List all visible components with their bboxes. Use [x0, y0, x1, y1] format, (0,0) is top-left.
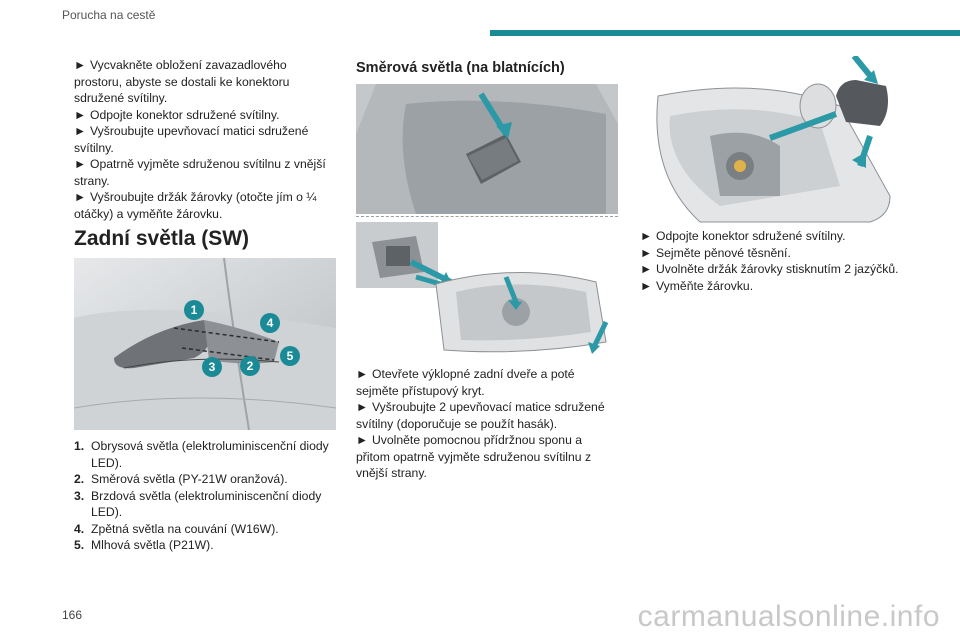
- bullet-arrow-icon: ►: [640, 245, 653, 260]
- list-item: 5.Mlhová světla (P21W).: [74, 538, 214, 552]
- step-item: ►Vyšroubujte 2 upevňovací matice sdružen…: [356, 400, 605, 431]
- rear-lights-illustration: 1 4 5 2 3: [74, 258, 336, 430]
- bullet-arrow-icon: ►: [640, 278, 653, 293]
- list-item: 1.Obrysová světla (elektroluminiscenční …: [74, 439, 329, 470]
- bullet-arrow-icon: ►: [74, 107, 87, 122]
- step-item: ►Odpojte konektor sdružené svítilny.: [640, 229, 846, 243]
- header-title: Porucha na cestě: [62, 8, 156, 22]
- right-steps: ►Odpojte konektor sdružené svítilny. ►Se…: [640, 228, 910, 294]
- left-steps: ►Vycvakněte obložení zavazadlového prost…: [74, 57, 338, 222]
- step-item: ►Vycvakněte obložení zavazadlového prost…: [74, 58, 290, 105]
- header-accent-bar: [490, 30, 960, 36]
- bullet-arrow-icon: ►: [74, 157, 87, 171]
- rear-lights-list: 1.Obrysová světla (elektroluminiscenční …: [74, 438, 342, 554]
- step-item: ►Sejměte pěnové těsnění.: [640, 245, 791, 260]
- callout-3: 3: [202, 357, 222, 377]
- section-title-indicators: Směrová světla (na blatnících): [356, 60, 565, 76]
- step-item: ►Vyšroubujte upevňovací matici sdružené …: [74, 124, 309, 155]
- bullet-arrow-icon: ►: [356, 433, 369, 447]
- lamp-removal-illustration: [356, 222, 618, 358]
- list-item: 3.Brzdová světla (elektroluminiscenční d…: [74, 488, 322, 520]
- image-divider: [356, 216, 618, 217]
- step-item: ►Uvolněte pomocnou přídržnou sponu a při…: [356, 433, 592, 480]
- step-item: ►Vyšroubujte držák žárovky (otočte jím o…: [74, 190, 317, 221]
- list-item: 4.Zpětná světla na couvání (W16W).: [74, 521, 279, 536]
- bullet-arrow-icon: ►: [74, 190, 87, 204]
- step-item: ►Otevřete výklopné zadní dveře a poté se…: [356, 367, 575, 398]
- callout-2: 2: [240, 356, 260, 376]
- step-item: ►Uvolněte držák žárovky stisknutím 2 jaz…: [640, 262, 899, 276]
- step-item: ►Odpojte konektor sdružené svítilny.: [74, 107, 280, 122]
- bullet-arrow-icon: ►: [74, 124, 87, 138]
- step-item: ►Opatrně vyjměte sdruženou svítilnu z vn…: [74, 157, 326, 188]
- bullet-arrow-icon: ►: [640, 262, 653, 276]
- bullet-arrow-icon: ►: [74, 58, 87, 72]
- callout-4: 4: [260, 313, 280, 333]
- watermark: carmanualsonline.info: [637, 600, 940, 633]
- section-title-rear-lights: Zadní světla (SW): [74, 227, 250, 250]
- page-number: 166: [62, 608, 83, 622]
- bullet-arrow-icon: ►: [356, 400, 369, 414]
- bulb-holder-illustration: [640, 56, 902, 224]
- callout-1: 1: [184, 300, 204, 320]
- callout-5: 5: [280, 346, 300, 366]
- bullet-arrow-icon: ►: [356, 367, 369, 381]
- middle-steps: ►Otevřete výklopné zadní dveře a poté se…: [356, 366, 616, 482]
- step-item: ►Vyměňte žárovku.: [640, 278, 754, 293]
- list-item: 2.Směrová světla (PY-21W oranžová).: [74, 472, 288, 486]
- trunk-cover-illustration: [356, 84, 618, 214]
- bullet-arrow-icon: ►: [640, 229, 653, 243]
